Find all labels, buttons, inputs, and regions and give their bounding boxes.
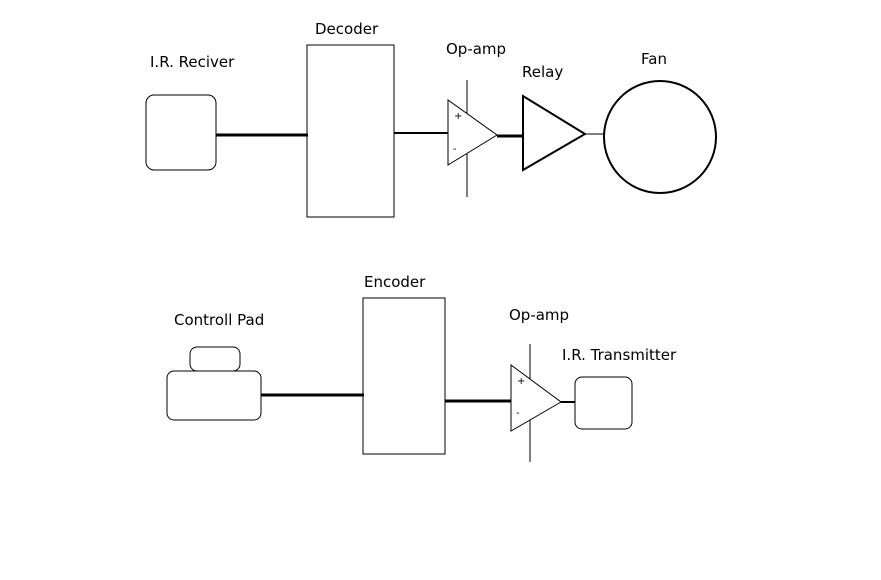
control-pad-top-key [189, 346, 241, 372]
receiver-opamp-triangle [447, 99, 498, 166]
encoder-block [362, 297, 446, 455]
ir-receiver-label: I.R. Reciver [150, 53, 235, 71]
decoder-block [306, 44, 395, 218]
fan-label: Fan [641, 50, 667, 68]
ir-receiver-block [145, 94, 217, 171]
fan-circle [603, 80, 717, 194]
control-pad-body [166, 370, 262, 421]
decoder-label: Decoder [315, 20, 379, 38]
receiver-opamp-label: Op-amp [446, 40, 506, 58]
receiver-opamp-plus-sign: + [454, 111, 462, 122]
transmitter-opamp-minus-sign: - [516, 408, 520, 419]
receiver-opamp-minus-sign: - [453, 144, 457, 155]
ir-transmitter-block [574, 376, 633, 430]
transmitter-chain: Controll Pad Encoder Op-amp + - I.R. Tra… [166, 273, 677, 462]
transmitter-opamp-triangle [510, 364, 562, 432]
transmitter-opamp-plus-sign: + [517, 376, 525, 387]
receiver-chain: I.R. Reciver Decoder Op-amp + - Relay Fa… [145, 20, 717, 218]
relay-triangle [522, 94, 587, 172]
relay-label: Relay [522, 63, 563, 81]
control-pad-label: Controll Pad [174, 311, 264, 329]
encoder-label: Encoder [364, 273, 426, 291]
ir-transmitter-label: I.R. Transmitter [562, 346, 677, 364]
transmitter-opamp-label: Op-amp [509, 306, 569, 324]
